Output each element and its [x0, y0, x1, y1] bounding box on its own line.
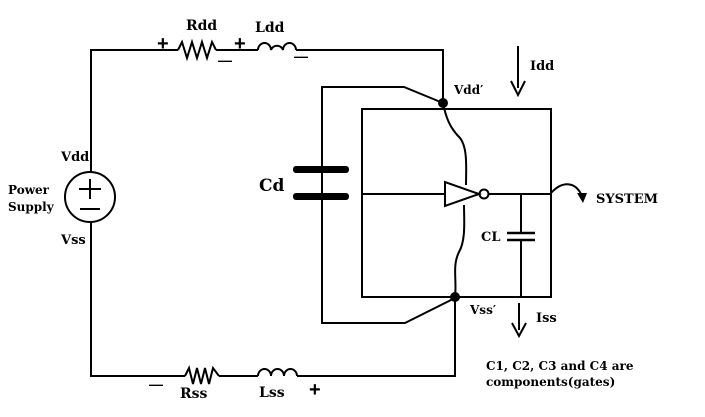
- vdd-label: Vdd: [60, 150, 89, 165]
- ldd-inductor: [257, 42, 297, 51]
- system-label: SYSTEM: [596, 192, 658, 207]
- iss-label: Iss: [536, 311, 557, 326]
- rdd-plus-sign: +: [157, 33, 169, 55]
- output-arrow-icon: [550, 183, 587, 203]
- outer-loop-wires: [90, 49, 456, 377]
- vdd-prime-label: Vdd′: [453, 83, 483, 97]
- rss-label: Rss: [180, 386, 208, 402]
- rdd-minus-sign: —: [218, 52, 232, 68]
- idd-arrow-icon: [510, 46, 526, 98]
- note-line-2: components(gates): [486, 375, 615, 389]
- vdd-supply-line: [442, 102, 468, 186]
- cd-capacitor-bottom-plate: [293, 193, 349, 200]
- rss-minus-sign: —: [149, 376, 163, 392]
- rdd-label: Rdd: [186, 18, 217, 34]
- cl-capacitor: [507, 194, 535, 297]
- cd-wires: [321, 86, 456, 324]
- cd-capacitor-top-plate: [293, 166, 349, 173]
- iss-arrow-icon: [511, 303, 527, 339]
- rdd-resistor: [177, 38, 217, 62]
- idd-label: Idd: [530, 59, 554, 74]
- ldd-plus-sign: +: [234, 33, 246, 55]
- vss-prime-label: Vss′: [469, 303, 496, 317]
- note-line-1: C1, C2, C3 and C4 are: [486, 359, 634, 373]
- ldd-minus-sign: —: [294, 48, 308, 64]
- rss-resistor: [184, 365, 220, 385]
- supply-label: Supply: [8, 200, 55, 214]
- power-label: Power: [8, 183, 50, 197]
- cd-label: Cd: [259, 176, 285, 196]
- vss-label: Vss: [60, 233, 86, 248]
- power-supply-symbol: [64, 171, 116, 223]
- lss-label: Lss: [259, 385, 285, 401]
- buffer-gate: [362, 180, 551, 208]
- lss-plus-sign: +: [309, 379, 321, 401]
- ldd-label: Ldd: [255, 20, 285, 36]
- lss-inductor: [257, 368, 298, 377]
- cl-label: CL: [481, 230, 501, 245]
- vss-supply-line: [454, 204, 466, 298]
